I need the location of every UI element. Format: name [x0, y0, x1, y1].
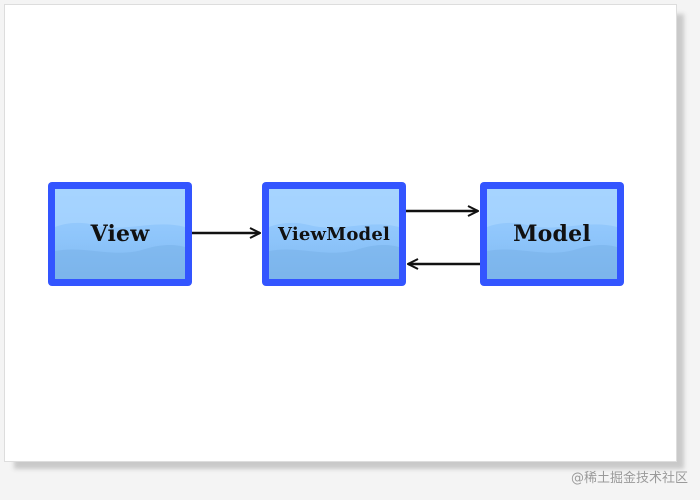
model-node-fill: Model: [487, 189, 617, 279]
view-node: View: [48, 182, 192, 286]
model-node: Model: [480, 182, 624, 286]
diagram-canvas: View ViewModel Model: [4, 4, 677, 462]
watermark-text: @稀土掘金技术社区: [570, 471, 688, 486]
viewmodel-node-fill: ViewModel: [269, 189, 399, 279]
view-node-fill: View: [55, 189, 185, 279]
view-label: View: [90, 221, 150, 247]
wave-decoration: [55, 189, 185, 279]
viewmodel-node: ViewModel: [262, 182, 406, 286]
wave-decoration: [487, 189, 617, 279]
viewmodel-label: ViewModel: [277, 223, 391, 245]
wave-decoration: [269, 189, 399, 279]
diagram-arrows: [192, 5, 480, 463]
model-label: Model: [513, 221, 591, 247]
